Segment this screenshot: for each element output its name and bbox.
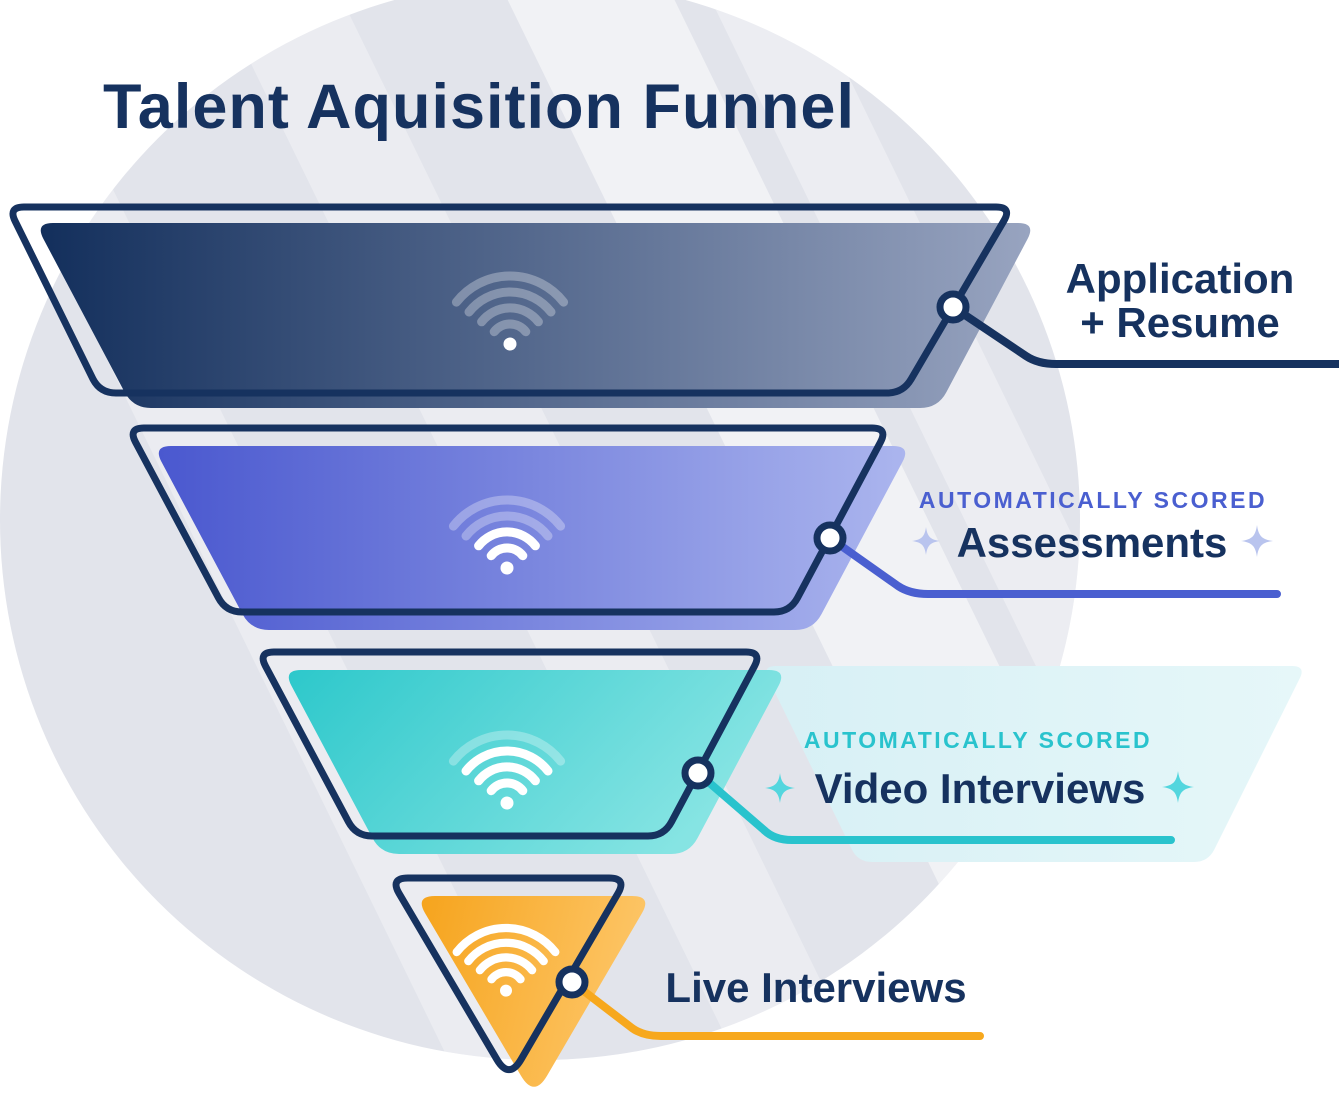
funnel-stage-application: Application + Resume [9, 203, 1339, 408]
sparkle-icon [912, 527, 940, 555]
sparkle-icon [1241, 525, 1273, 557]
wifi-icon [452, 923, 560, 997]
connector-node [813, 521, 847, 555]
connector-line [826, 534, 1281, 598]
stage-label: Assessments [957, 519, 1228, 566]
funnel-outline [129, 424, 887, 616]
connector-line [949, 303, 1339, 368]
funnel-stage-live-interviews: Live Interviews [392, 874, 984, 1087]
funnel-stage-video-interviews: AUTOMATICALLY SCORED Video Interviews [259, 648, 1302, 862]
funnel-stage-assessments: AUTOMATICALLY SCORED Assessments [129, 424, 1281, 630]
funnel-outline [392, 874, 625, 1074]
connector-line [568, 978, 984, 1040]
wifi-icon [448, 730, 566, 810]
wifi-icon [451, 271, 569, 351]
stage-eyebrow: AUTOMATICALLY SCORED [919, 487, 1267, 513]
funnel-outline [259, 648, 761, 840]
wifi-icon [448, 495, 566, 575]
funnel-fill [40, 223, 1031, 408]
page-title: Talent Aquisition Funnel [103, 72, 855, 142]
sparkle-icon [765, 773, 795, 803]
funnel-outline [9, 203, 1011, 397]
sparkle-icon [1162, 771, 1194, 803]
stage-eyebrow: AUTOMATICALLY SCORED [804, 727, 1152, 753]
stage-label-line1: Application [1066, 255, 1295, 302]
stage-label-line2: + Resume [1080, 299, 1280, 346]
connector-line [694, 769, 1175, 844]
stage-label: Live Interviews [665, 964, 966, 1011]
connector-node [936, 290, 970, 324]
stage-label: Video Interviews [815, 765, 1146, 812]
label-band [766, 666, 1302, 862]
connector-node [555, 965, 589, 999]
connector-node [681, 756, 715, 790]
